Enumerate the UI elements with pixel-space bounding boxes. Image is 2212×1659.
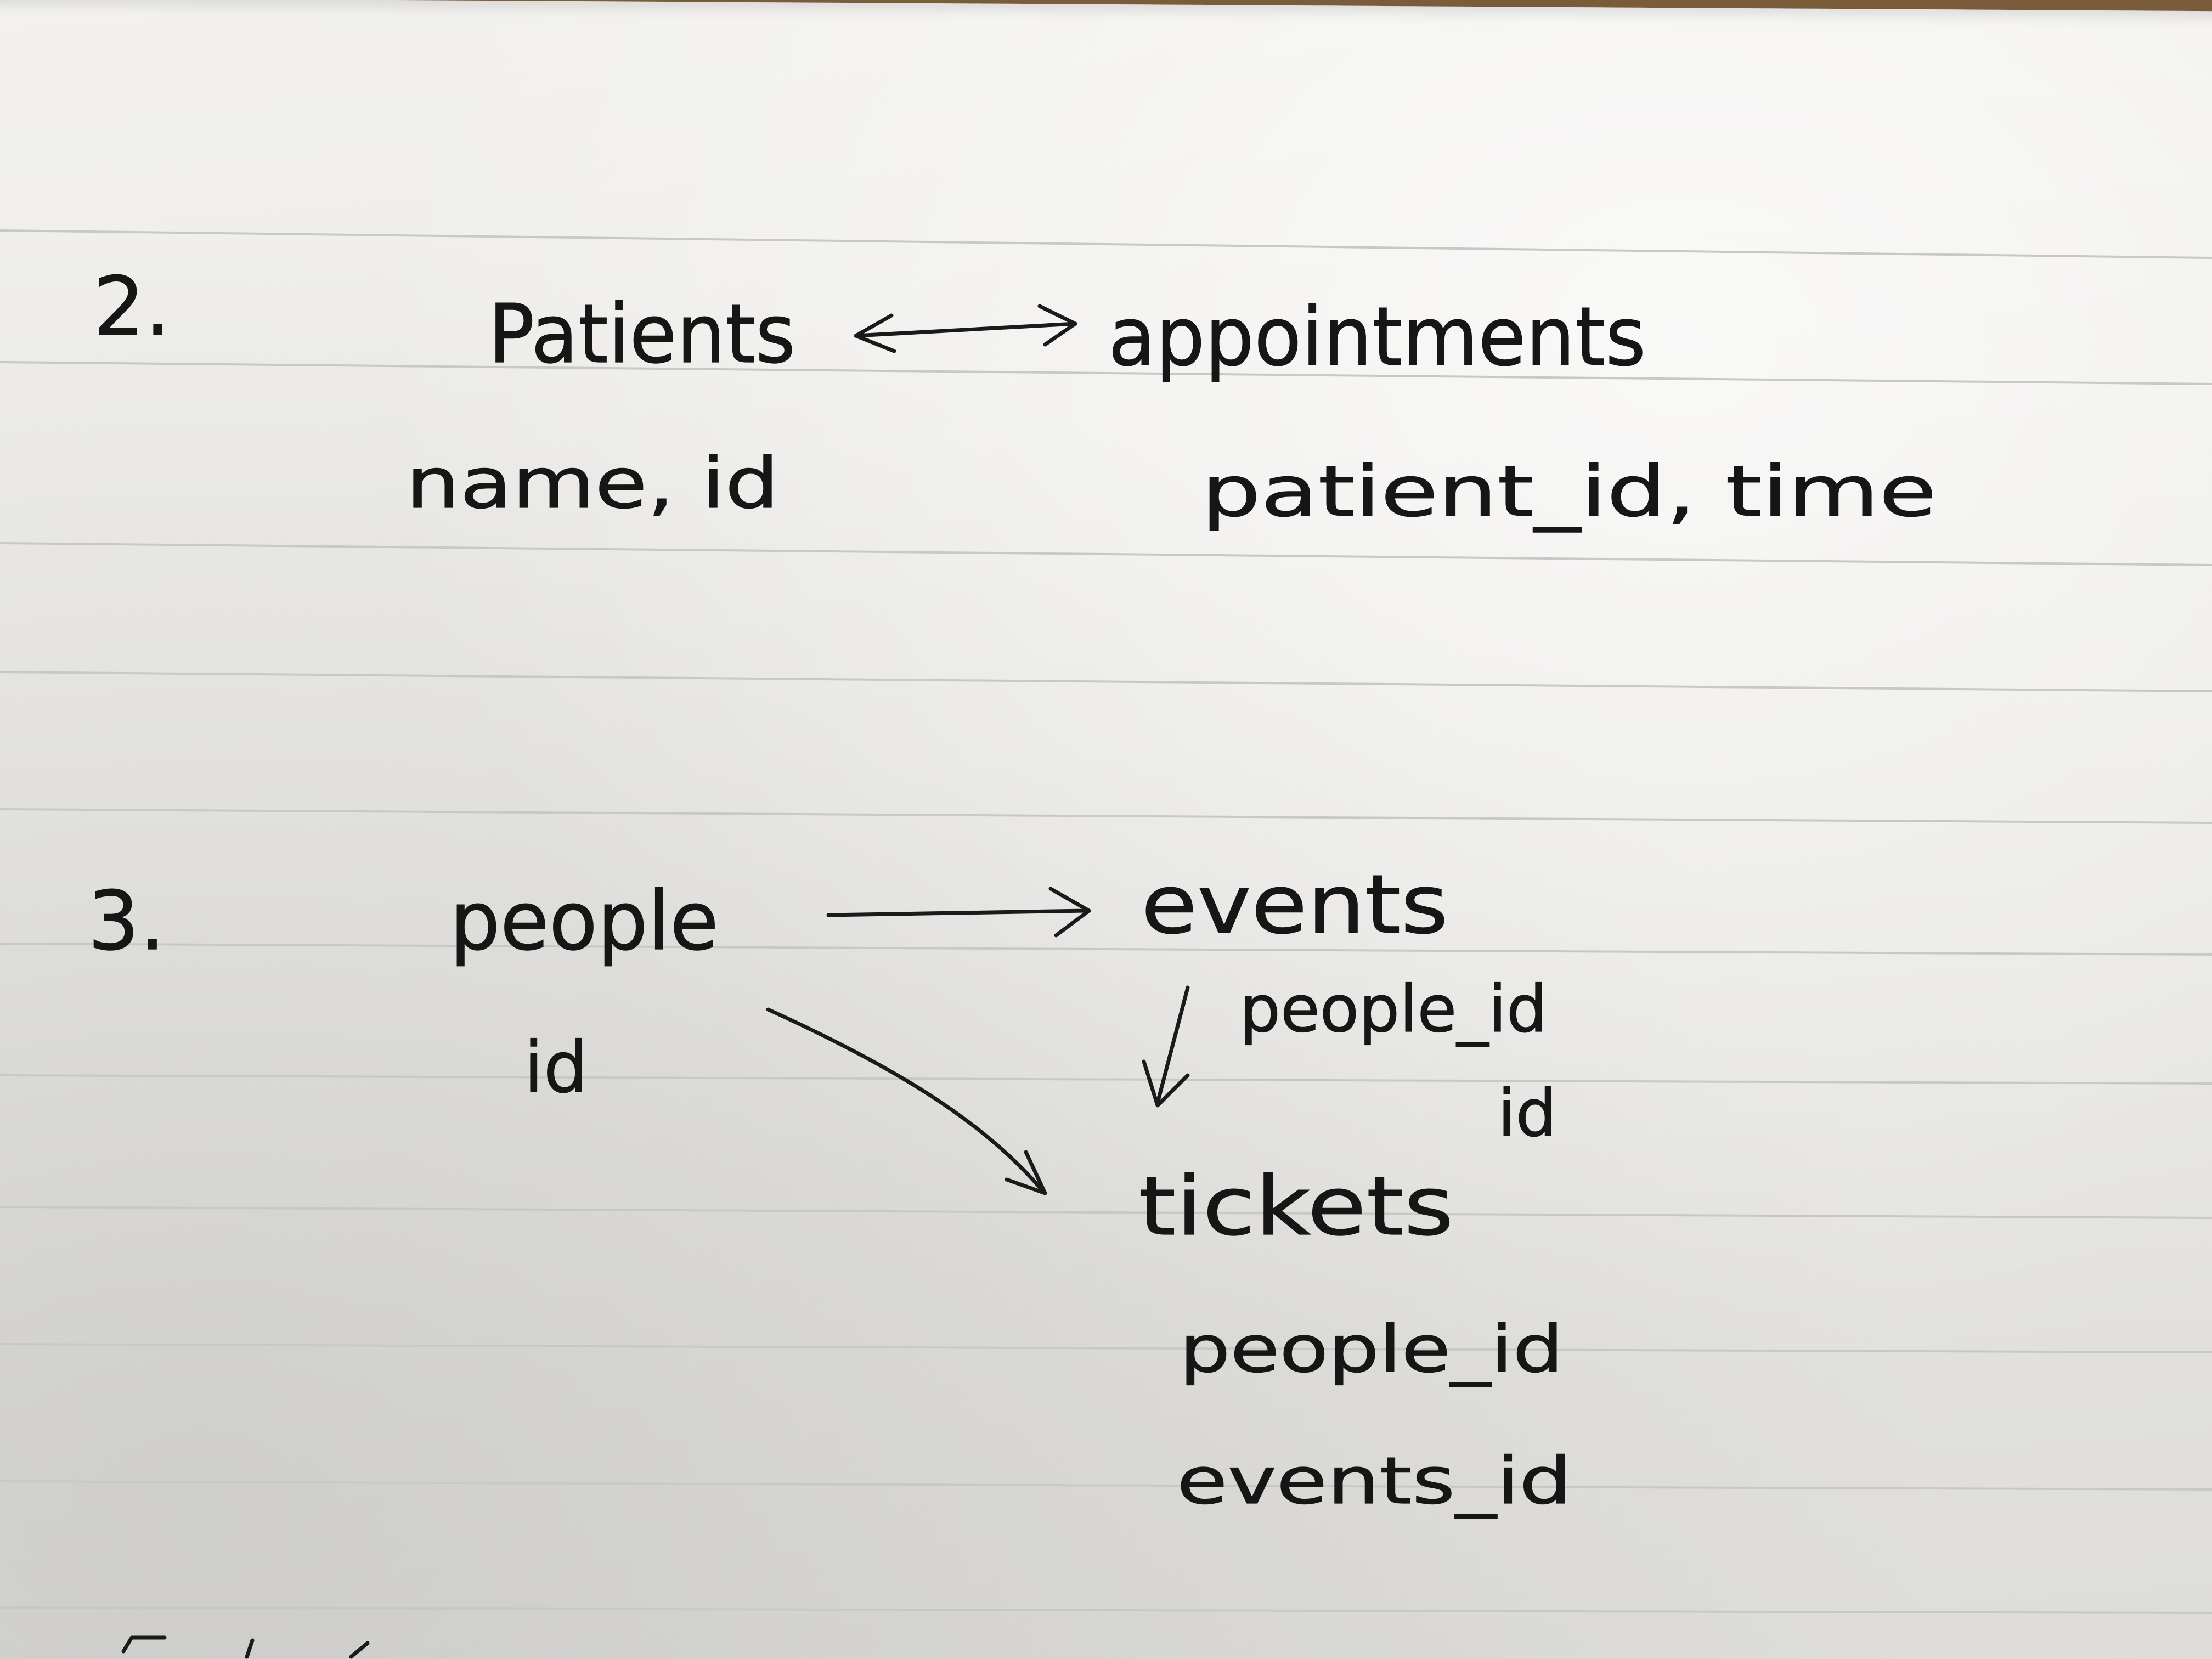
events-field-id: id <box>1498 1075 1557 1151</box>
appointments-table-name: appointments <box>1108 290 1646 384</box>
ruled-line <box>0 1343 2212 1353</box>
ruled-line <box>0 1480 2212 1491</box>
item-2-number: 2. <box>93 259 171 354</box>
people-to-events-arrow <box>826 887 1091 938</box>
ruled-line <box>0 943 2212 956</box>
people-to-tickets-arrow <box>766 1007 1047 1195</box>
events-field-people-id: people_id <box>1240 971 1547 1047</box>
ruled-line <box>0 229 2212 259</box>
events-table-name: events <box>1141 857 1448 952</box>
bidirectional-arrow <box>854 304 1077 353</box>
ruled-line <box>0 1606 2212 1614</box>
people-field-id: id <box>524 1027 588 1109</box>
tickets-table-name: tickets <box>1138 1159 1454 1254</box>
events-to-tickets-arrow <box>1142 985 1190 1108</box>
ruled-line <box>0 1074 2212 1085</box>
people-table-name: people <box>450 874 719 968</box>
ruled-line <box>0 542 2212 566</box>
item-3: 3. people id events people_id id tickets… <box>87 857 1572 1519</box>
ruled-line <box>0 671 2212 692</box>
item-2: 2. Patients name, id appointments patien… <box>93 259 1937 533</box>
appointments-fields: patient_id, time <box>1201 451 1937 533</box>
ruled-line <box>0 1206 2212 1219</box>
ruled-line <box>0 361 2212 385</box>
ruled-lines <box>0 229 2212 1614</box>
patients-table-name: Patients <box>488 287 795 381</box>
ruled-line <box>0 808 2212 824</box>
tickets-field-events-id: events_id <box>1177 1443 1572 1519</box>
tickets-field-people-id: people_id <box>1180 1311 1564 1387</box>
next-item-partial-strokes <box>121 1635 370 1659</box>
item-3-number: 3. <box>88 874 165 968</box>
patients-fields: name, id <box>406 443 779 524</box>
